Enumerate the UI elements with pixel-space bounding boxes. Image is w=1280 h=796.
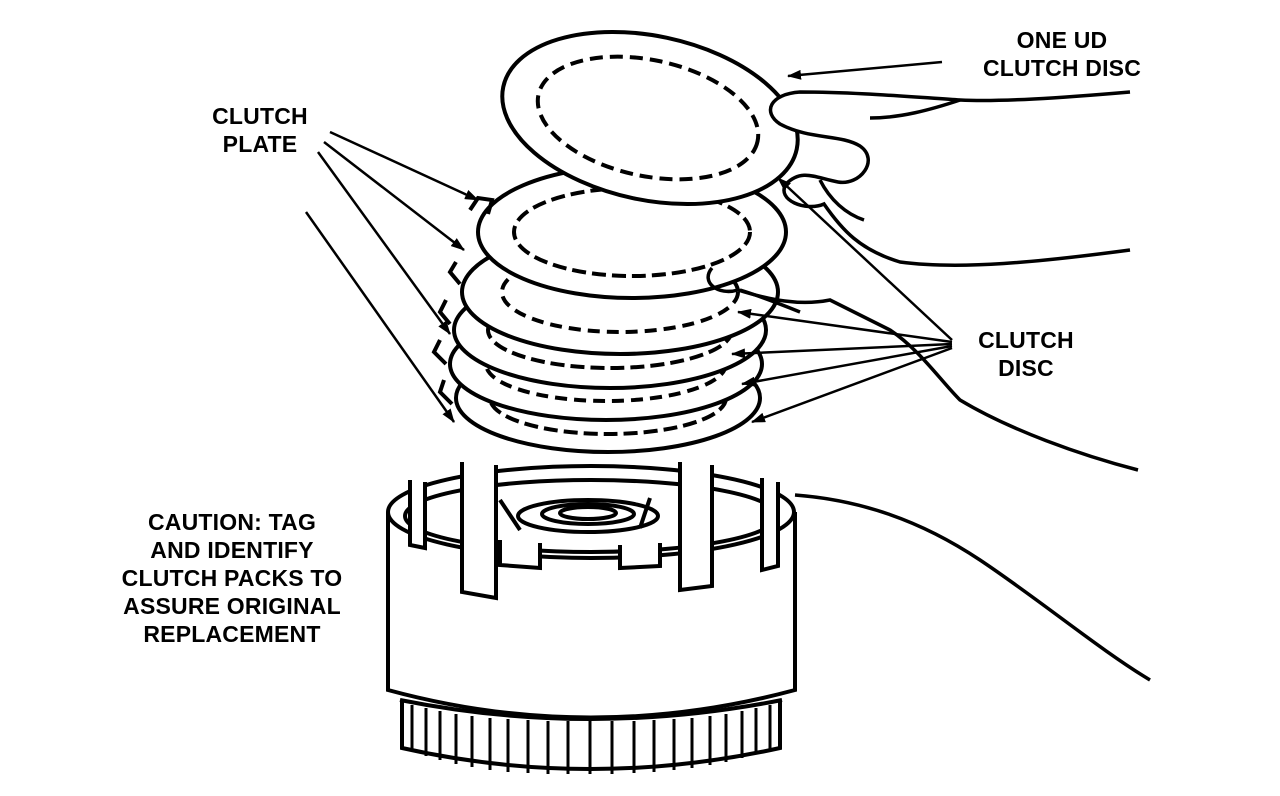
clutch-retainer-drum	[386, 462, 797, 774]
ud-clutch-disc	[500, 29, 800, 207]
lower-hand-illustration	[706, 266, 1151, 682]
clutch-disc-line-1: CLUTCH	[978, 327, 1074, 353]
caution-line-4: ASSURE ORIGINAL	[123, 593, 341, 619]
leader-arrows	[304, 60, 953, 424]
one-ud-clutch-disc-line-2: CLUTCH DISC	[982, 55, 1142, 81]
clutch-plate-line-1: CLUTCH	[212, 103, 308, 129]
clutch-disc-label: CLUTCH DISC	[966, 326, 1086, 382]
one-ud-clutch-disc-label: ONE UD CLUTCH DISC	[962, 26, 1162, 82]
caution-line-2: AND IDENTIFY	[150, 537, 314, 563]
caution-line-3: CLUTCH PACKS TO	[121, 565, 343, 591]
caution-line-1: CAUTION: TAG	[147, 509, 317, 535]
hand-illustration	[768, 90, 1131, 267]
clutch-plate-line-2: PLATE	[222, 131, 298, 157]
caution-note: CAUTION: TAG AND IDENTIFY CLUTCH PACKS T…	[104, 508, 360, 648]
caution-line-5: REPLACEMENT	[143, 621, 321, 647]
one-ud-clutch-disc-line-1: ONE UD	[1016, 27, 1108, 53]
clutch-plate-label: CLUTCH PLATE	[200, 102, 320, 158]
clutch-disc-line-2: DISC	[998, 355, 1054, 381]
clutch-pack-stack	[431, 164, 788, 454]
